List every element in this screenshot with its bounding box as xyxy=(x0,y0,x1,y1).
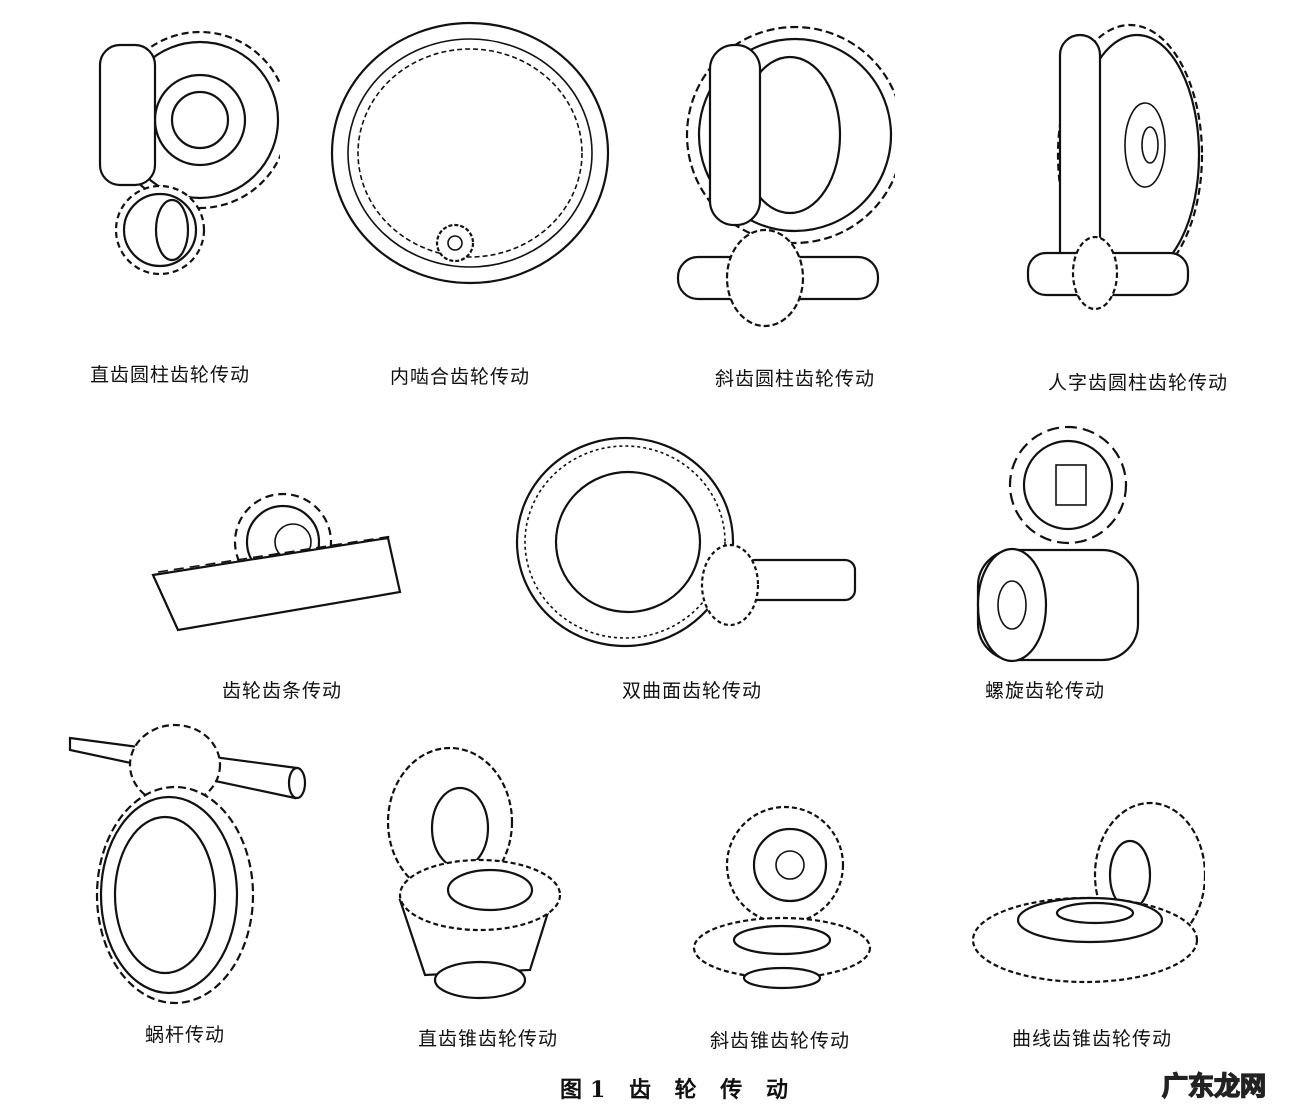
worm-gear-label: 蜗杆传动 xyxy=(145,1024,226,1046)
internal-gear-drawing xyxy=(330,21,610,285)
straight-bevel-illustration xyxy=(380,740,575,1005)
worm-gear-illustration xyxy=(65,720,310,1010)
crossed-helical-drawing xyxy=(976,425,1140,663)
crossed-helical-label: 螺旋齿轮传动 xyxy=(985,680,1106,702)
spur-gear-illustration xyxy=(90,25,280,275)
spiral-bevel-illustration xyxy=(970,795,1205,995)
helical-bevel-drawing xyxy=(692,805,872,990)
herringbone-gear-illustration xyxy=(1025,15,1205,315)
herringbone-gear-label: 人字齿圆柱齿轮传动 xyxy=(1048,372,1229,394)
rack-pinion-drawing xyxy=(151,492,402,632)
hypoid-gear-illustration xyxy=(510,430,860,660)
helical-gear-label: 斜齿圆柱齿轮传动 xyxy=(715,368,876,390)
straight-bevel-drawing xyxy=(386,746,562,1000)
straight-bevel-label: 直齿锥齿轮传动 xyxy=(418,1028,559,1050)
internal-gear-label: 内啮合齿轮传动 xyxy=(390,366,531,388)
hypoid-gear-label: 双曲面齿轮传动 xyxy=(622,680,763,702)
helical-gear-drawing xyxy=(676,25,895,328)
spur-gear-label: 直齿圆柱齿轮传动 xyxy=(90,364,251,386)
worm-gear-drawing xyxy=(68,723,307,1005)
rack-pinion-illustration xyxy=(148,480,408,640)
figure-caption: 图1 齿 轮 传 动 xyxy=(560,1077,796,1103)
helical-gear-illustration xyxy=(670,15,895,335)
spiral-bevel-drawing xyxy=(971,801,1205,984)
spur-gear-drawing xyxy=(98,30,280,275)
watermark: 广东龙网 xyxy=(1161,1071,1266,1102)
spiral-bevel-label: 曲线齿锥齿轮传动 xyxy=(1012,1028,1173,1050)
helical-bevel-illustration xyxy=(690,800,880,995)
rack-pinion-label: 齿轮齿条传动 xyxy=(222,680,343,702)
herringbone-gear-drawing xyxy=(1026,23,1204,311)
crossed-helical-illustration xyxy=(970,420,1150,670)
hypoid-gear-drawing xyxy=(515,436,857,648)
helical-bevel-label: 斜齿锥齿轮传动 xyxy=(710,1030,851,1052)
internal-gear-illustration xyxy=(325,15,615,295)
